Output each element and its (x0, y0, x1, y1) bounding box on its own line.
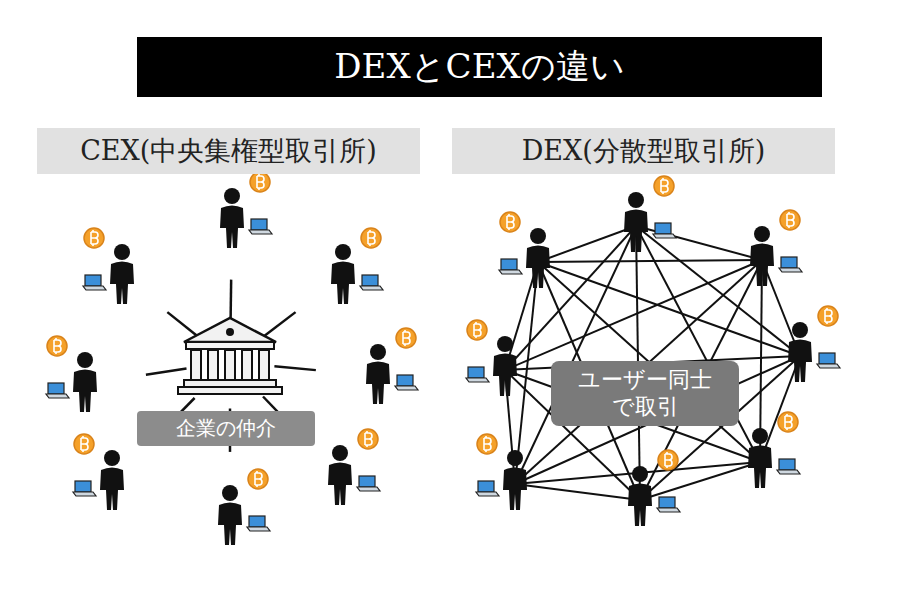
mesh-line (515, 262, 538, 484)
spoke-line (229, 280, 232, 320)
user-figure (366, 328, 418, 404)
mesh-line (505, 226, 636, 370)
laptop-icon (777, 459, 800, 474)
user-figure (624, 176, 676, 252)
label-box: ユーザー同士 で取引 (551, 361, 739, 426)
laptop-icon (249, 219, 272, 234)
bitcoin-coin (84, 228, 104, 248)
bitcoin-coin (780, 210, 800, 230)
user-figure (628, 450, 680, 526)
title-bar: DEXとCEXの違い (137, 37, 822, 97)
label-box: 企業の仲介 (137, 411, 315, 446)
node-text: CEX(中央集権型取引所) (80, 134, 377, 168)
bitcoin-coin (358, 429, 378, 449)
bank-icon (178, 318, 282, 394)
user-figure (466, 320, 517, 396)
spoke-line (274, 366, 315, 370)
user-figure (331, 228, 383, 304)
laptop-icon (817, 353, 840, 368)
laptop-icon (395, 375, 418, 390)
user-figure (46, 336, 97, 412)
user-figure (748, 412, 800, 488)
mesh-line (538, 260, 762, 262)
bitcoin-coin (248, 469, 268, 489)
header-box: DEX(分散型取引所) (452, 128, 835, 174)
header-box: CEX(中央集権型取引所) (37, 128, 420, 174)
node-text: 企業の仲介 (176, 416, 276, 441)
laptop-icon (73, 481, 96, 496)
laptop-icon (476, 481, 499, 496)
spoke-line (264, 312, 296, 336)
user-figure (73, 434, 124, 510)
node-text: ユーザー同士 で取引 (565, 366, 725, 421)
spoke-line (167, 312, 197, 336)
laptop-icon (653, 223, 676, 238)
user-figure (218, 469, 270, 545)
laptop-icon (83, 275, 106, 290)
mesh-line (538, 262, 760, 462)
user-figure (83, 228, 134, 304)
bitcoin-coin (250, 172, 270, 192)
bitcoin-coin (396, 328, 416, 348)
bitcoin-coin (467, 320, 487, 340)
bitcoin-coin (361, 228, 381, 248)
laptop-icon (466, 367, 489, 382)
title-text: DEXとCEXの違い (334, 44, 624, 90)
user-figure (788, 306, 840, 382)
user-figure (476, 434, 527, 510)
mesh-line (515, 226, 636, 484)
user-figure (220, 172, 272, 248)
laptop-icon (247, 516, 270, 531)
bitcoin-coin (500, 212, 520, 232)
laptop-icon (46, 383, 69, 398)
mesh-line (515, 484, 640, 500)
bitcoin-coin (654, 176, 674, 196)
user-figure (328, 429, 380, 505)
bitcoin-coin (658, 450, 678, 470)
laptop-icon (657, 497, 680, 512)
bitcoin-coin (74, 434, 94, 454)
mesh-line (636, 226, 800, 356)
user-figure (750, 210, 802, 286)
bitcoin-coin (477, 434, 497, 454)
bitcoin-coin (778, 412, 798, 432)
laptop-icon (779, 257, 802, 272)
laptop-icon (360, 275, 383, 290)
laptop-icon (499, 259, 522, 274)
laptop-icon (357, 476, 380, 491)
mesh-line (640, 462, 760, 500)
user-figure (499, 212, 550, 288)
bitcoin-coin (47, 336, 67, 356)
node-text: DEX(分散型取引所) (522, 134, 766, 168)
bitcoin-coin (818, 306, 838, 326)
spoke-line (146, 369, 187, 375)
